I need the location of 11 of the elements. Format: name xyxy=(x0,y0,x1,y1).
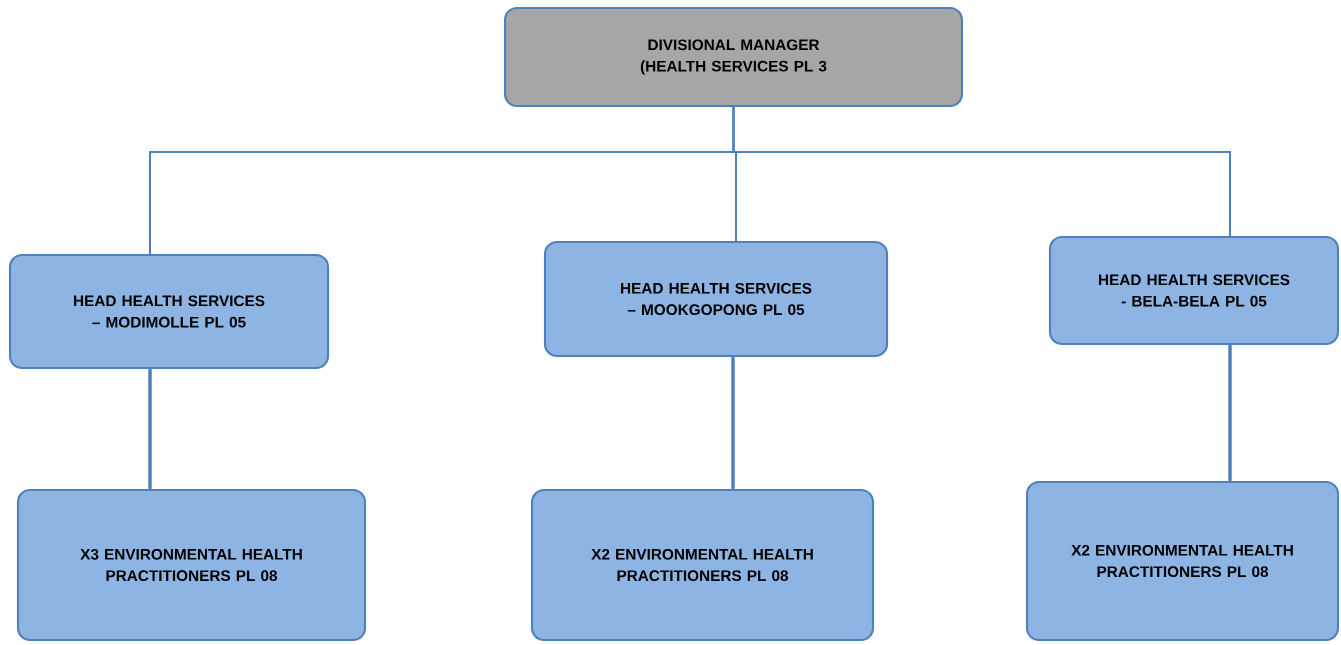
position-box: HEAD HEALTH SERVICES – MOOKGOPONG PL 05 xyxy=(543,240,889,358)
connector-line xyxy=(1228,345,1232,481)
connector-line xyxy=(148,369,152,489)
position-box: X3 ENVIRONMENTAL HEALTH PRACTITIONERS PL 08 xyxy=(16,488,367,642)
position-box: HEAD HEALTH SERVICES - BELA-BELA PL 05 xyxy=(1048,235,1340,346)
connector-line xyxy=(732,106,1231,237)
position-box: X2 ENVIRONMENTAL HEALTH PRACTITIONERS PL 08 xyxy=(530,488,875,642)
manager-box: DIVISIONAL MANAGER (HEALTH SERVICES PL 3 xyxy=(503,6,964,108)
connector-line xyxy=(731,357,735,489)
position-box: X2 ENVIRONMENTAL HEALTH PRACTITIONERS PL 08 xyxy=(1025,480,1340,642)
position-box: HEAD HEALTH SERVICES – MODIMOLLE PL 05 xyxy=(8,253,330,370)
